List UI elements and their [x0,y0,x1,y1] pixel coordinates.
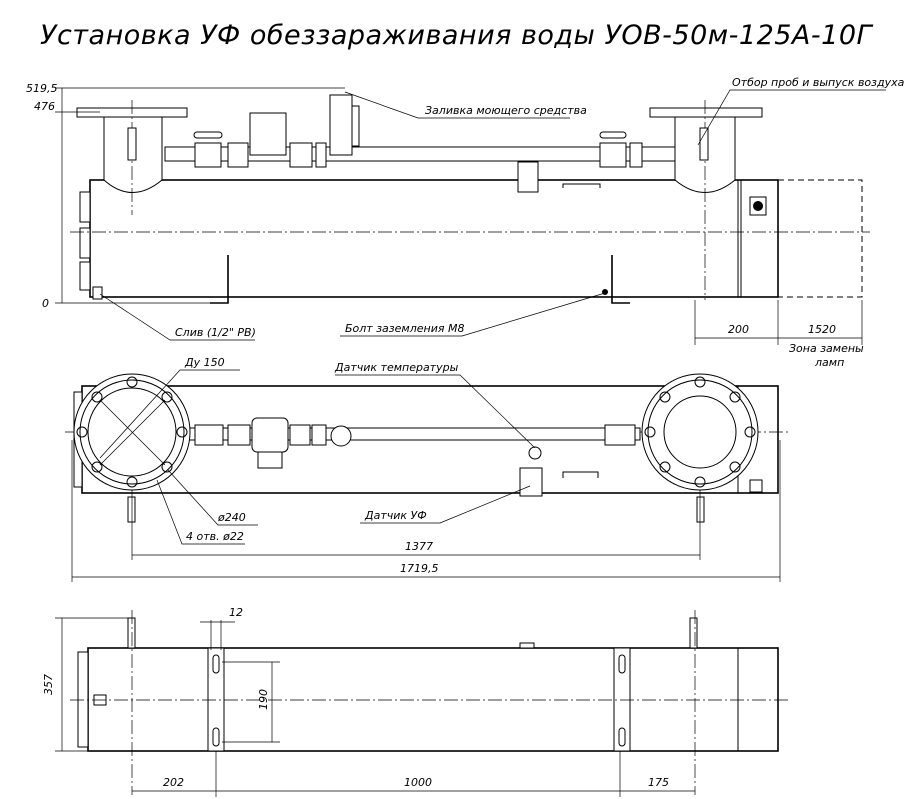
dim-spacing: 190 [257,689,270,710]
callout-detergent-fill: Заливка моющего средства [425,104,587,117]
support-right-side [613,647,631,752]
drawing-title: Установка УФ обеззараживания воды УОВ-50… [40,20,873,51]
outlet-flange-top [641,373,759,491]
drain-plug [92,286,103,300]
dim-right: 175 [648,776,669,789]
height-label-top: 519,5 [26,82,58,95]
height-label-zero: 0 [42,297,49,310]
top-view: Ду 150 Датчик температуры Датчик УФ ø240… [65,356,790,582]
callout-temp-sensor: Датчик температуры [334,361,459,374]
temperature-sensor [528,446,542,460]
lamp-zone-label-2: ламп [814,356,844,369]
bolt-holes [76,376,756,488]
sampling-valve-right [699,127,709,161]
lamp-zone-outline [777,179,863,298]
callout-holes: 4 отв. ø22 [186,530,244,543]
support-left-side [207,647,225,752]
uv-sensor-top [519,467,543,497]
solenoid-valve-top [251,417,289,453]
sampling-valve-left [127,127,137,161]
ball-valve-left [194,142,222,168]
dim-lamp-zone: 1520 [808,323,836,336]
uv-sensor [517,161,539,193]
outlet-flange [649,107,763,118]
solenoid-valve [249,112,287,156]
support-left [210,255,229,304]
dim-service: 200 [728,323,749,336]
lamp-zone-label-1: Зона замены [789,342,864,355]
ball-valve-right [599,142,627,168]
height-label-flange: 476 [34,100,55,113]
front-view: 519,5 476 0 Заливка моющего средства Отб… [26,76,905,369]
support-right [611,255,630,304]
callout-uv-sensor: Датчик УФ [364,509,427,522]
callout-drain: Слив (1/2" РВ) [175,326,256,339]
dim-flange-centers: 1377 [405,540,433,553]
reactor-body [89,179,779,298]
side-view: 357 12 190 202 1000 175 [42,606,790,797]
dim-overall: 1719,5 [400,562,439,575]
reactor-body-side [87,647,779,752]
ground-bolt [602,289,608,295]
dim-middle: 1000 [404,776,432,789]
callout-sampling: Отбор проб и выпуск воздуха [732,76,905,89]
dim-left: 202 [163,776,184,789]
callout-pcd: ø240 [217,511,246,524]
dim-width: 12 [229,606,243,619]
detergent-inlet [329,94,353,156]
dim-height: 357 [42,674,55,695]
callout-ground-bolt: Болт заземления М8 [345,322,464,335]
callout-dn: Ду 150 [184,356,225,369]
end-caps [79,191,91,291]
